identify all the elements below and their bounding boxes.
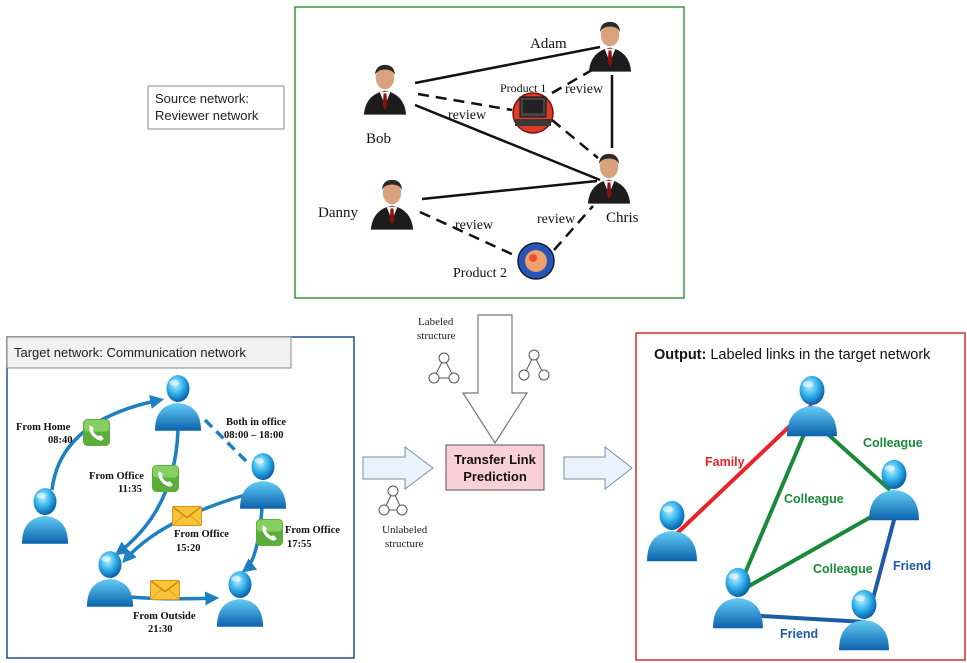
output-network-frame <box>635 332 966 661</box>
edge-bob-adam <box>414 45 601 85</box>
unlabeled-structure-line1: Unlabeled <box>382 524 428 536</box>
target-title: Target network: Communication network <box>14 345 246 360</box>
unlabeled-structure-line2: structure <box>385 538 424 550</box>
product2-disc-icon <box>517 242 555 280</box>
label-office2-1: From Office <box>174 529 229 540</box>
danny-person-icon <box>370 179 414 230</box>
output-user-left <box>647 500 697 562</box>
output-edge-colleague-diag <box>741 503 893 592</box>
label-both-1: Both in office <box>226 417 286 428</box>
phone-icon-office1 <box>152 465 179 492</box>
label-office1-2: 11:35 <box>118 484 142 495</box>
mail-icon-outside <box>150 580 180 600</box>
output-user-top <box>787 375 837 437</box>
output-title-rest: Labeled links in the target network <box>706 347 931 363</box>
right-arrow-to-output <box>563 445 633 491</box>
label-office2-2: 15:20 <box>176 543 201 554</box>
source-label-line2: Reviewer network <box>155 108 259 123</box>
mail-icon-office2 <box>172 506 202 526</box>
left-arrow-into-transfer <box>362 446 434 490</box>
output-label-friend-2: Friend <box>780 627 818 641</box>
phone-icon-home <box>83 419 110 446</box>
output-title: Output: Labeled links in the target netw… <box>654 347 931 363</box>
review-label-adam: review <box>565 82 604 97</box>
label-office1-1: From Office <box>89 471 144 482</box>
labeled-structure-line1: Labeled <box>418 316 454 328</box>
output-label-family: Family <box>705 455 745 469</box>
edge-bob-chris <box>414 103 601 182</box>
target-user-left <box>21 488 69 544</box>
edge-office1 <box>114 429 180 556</box>
edge-adam-product1 <box>551 68 593 95</box>
edge-both-office <box>203 418 252 467</box>
output-title-bold: Output: <box>654 347 706 363</box>
chris-label: Chris <box>606 210 639 226</box>
transfer-middle: Labeled structure Unlabeled structure Tr… <box>362 314 633 550</box>
source-network: Source network: Reviewer network <box>147 6 685 299</box>
product2-label: Product 2 <box>453 266 507 281</box>
output-user-right <box>869 459 919 521</box>
review-label-danny: review <box>455 218 494 233</box>
output-label-colleague-2: Colleague <box>784 492 844 506</box>
output-user-bottom-left <box>713 567 763 629</box>
target-user-top <box>154 375 202 431</box>
source-label-box <box>147 85 285 130</box>
target-user-right <box>239 453 287 509</box>
edge-product1-chris <box>551 119 599 159</box>
label-both-2: 08:00 – 18:00 <box>224 430 284 441</box>
label-outside-1: From Outside <box>133 611 196 622</box>
output-edge-colleague-top-bottom <box>738 424 810 586</box>
phone-icon-office3 <box>256 519 283 546</box>
product1-computer-icon <box>512 92 554 134</box>
target-user-bottom-right <box>216 571 264 627</box>
output-edge-friend-bottom <box>744 613 866 624</box>
edge-office3 <box>241 507 264 573</box>
labeled-tree-icon <box>518 349 550 381</box>
output-network: Output: Labeled links in the target netw… <box>635 332 966 661</box>
output-label-friend-1: Friend <box>893 559 931 573</box>
transfer-line1: Transfer Link <box>454 452 536 467</box>
edge-chris-product2 <box>553 205 594 251</box>
target-title-box <box>6 336 292 369</box>
label-outside-2: 21:30 <box>148 624 173 635</box>
labeled-structure-line2: structure <box>417 330 456 342</box>
product1-label: Product 1 <box>500 81 546 95</box>
label-home-2: 08:40 <box>48 435 73 446</box>
bob-label: Bob <box>366 131 391 147</box>
edge-danny-chris <box>421 179 598 201</box>
output-edge-friend-right <box>868 504 900 611</box>
labeled-triangle-icon <box>428 352 460 384</box>
bob-person-icon <box>363 64 407 115</box>
down-arrow <box>461 314 529 445</box>
output-label-colleague-3: Colleague <box>813 562 873 576</box>
edge-bob-product1 <box>417 92 513 112</box>
output-label-colleague-1: Colleague <box>863 436 923 450</box>
danny-label: Danny <box>318 205 358 221</box>
label-home-1: From Home <box>16 422 71 433</box>
source-label-line1: Source network: <box>155 91 249 106</box>
transfer-link-prediction-box <box>445 444 545 491</box>
transfer-line2: Prediction <box>463 469 527 484</box>
source-network-frame <box>294 6 685 299</box>
review-label-chris: review <box>537 212 576 227</box>
label-office3-1: From Office <box>285 525 340 536</box>
target-network: Target network: Communication network Fr… <box>6 336 355 659</box>
review-label-bob: review <box>448 108 487 123</box>
label-office3-2: 17:55 <box>287 539 312 550</box>
adam-label: Adam <box>530 36 567 52</box>
unlabeled-triangle-icon <box>378 485 408 516</box>
